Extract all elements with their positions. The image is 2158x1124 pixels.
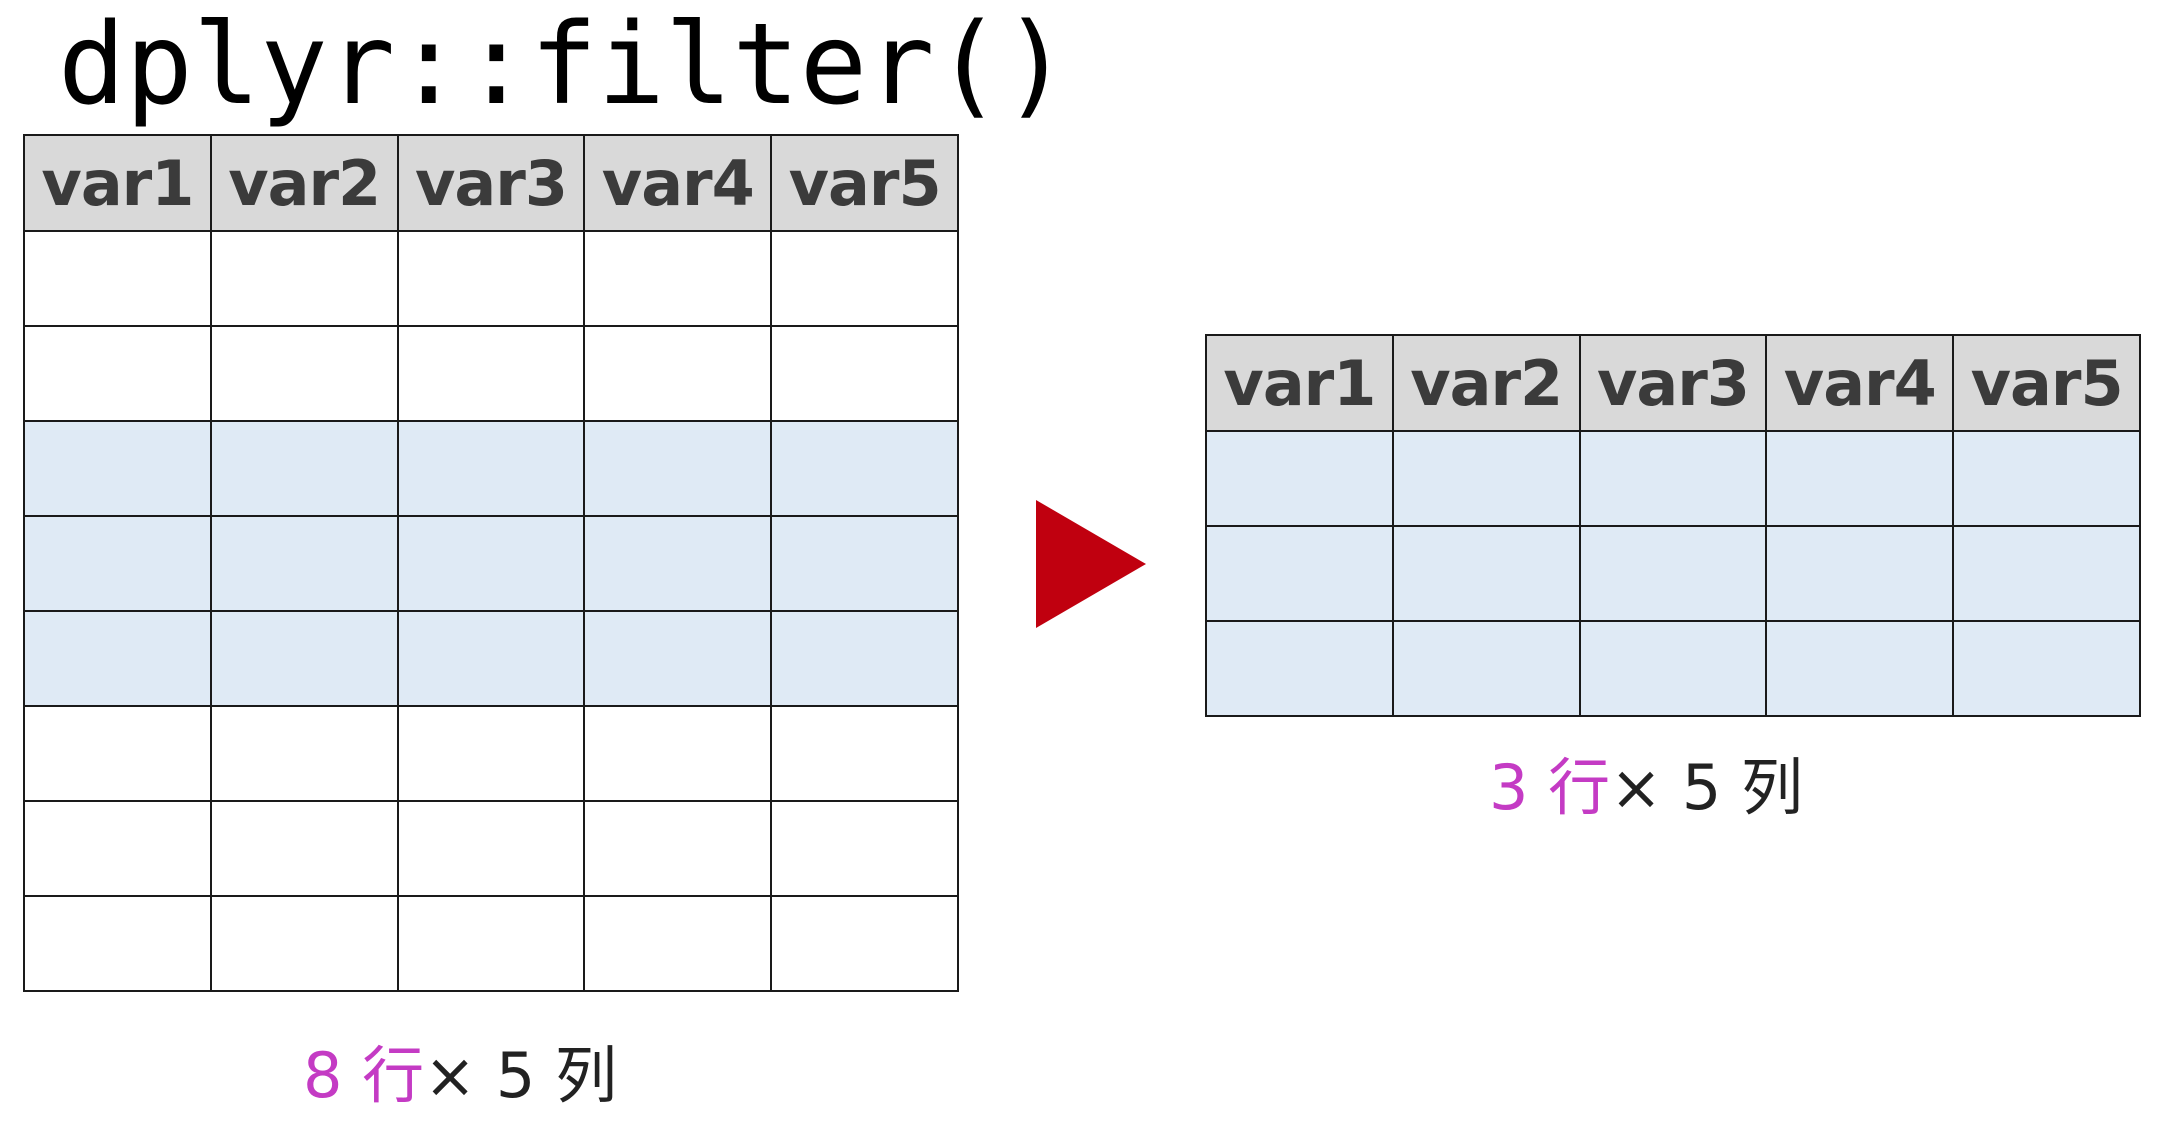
input-table-cell (396, 325, 586, 422)
input-header-var2: var2 (209, 134, 399, 232)
input-table-row (23, 705, 959, 802)
output-table-row (1205, 430, 2141, 527)
input-table-row (23, 610, 959, 707)
input-table-cell (23, 230, 212, 327)
input-table-row (23, 515, 959, 612)
output-table-cell (1391, 525, 1581, 622)
input-table-row (23, 325, 959, 422)
output-col-count: 5 列 (1681, 751, 1803, 824)
output-table-cell (1578, 430, 1768, 527)
input-table-row (23, 895, 959, 992)
input-table: var1 var2 var3 var4 var5 (23, 134, 959, 992)
output-table-cell (1765, 430, 1955, 527)
input-table-cell (770, 515, 959, 612)
output-table-row (1205, 620, 2141, 717)
input-table-cell (583, 515, 773, 612)
input-table-cell (770, 705, 959, 802)
input-table-cell (23, 800, 212, 897)
output-table-cell (1765, 525, 1955, 622)
input-header-var3: var3 (396, 134, 586, 232)
input-table-cell (209, 895, 399, 992)
input-table-cell (209, 420, 399, 517)
input-col-count: 5 列 (495, 1039, 617, 1112)
input-table-cell (770, 325, 959, 422)
output-header-row: var1 var2 var3 var4 var5 (1205, 334, 2141, 432)
input-header-var1: var1 (23, 134, 212, 232)
input-table-cell (396, 515, 586, 612)
input-row-count: 8 行 (303, 1039, 425, 1112)
arrow-shape (1036, 500, 1146, 628)
input-table-cell (23, 610, 212, 707)
play-triangle-icon (1036, 500, 1146, 628)
input-table-cell (209, 705, 399, 802)
input-table-cell (23, 705, 212, 802)
input-times-sign: × (424, 1039, 477, 1112)
output-table-cell (1578, 525, 1768, 622)
output-table: var1 var2 var3 var4 var5 (1205, 334, 2141, 717)
input-table-cell (209, 325, 399, 422)
input-table-cell (23, 515, 212, 612)
output-table-row (1205, 525, 2141, 622)
input-table-cell (396, 420, 586, 517)
input-table-cell (396, 705, 586, 802)
input-table-cell (396, 800, 586, 897)
input-table-cell (209, 515, 399, 612)
input-table-cell (583, 895, 773, 992)
output-header-var2: var2 (1391, 334, 1581, 432)
output-header-var3: var3 (1578, 334, 1768, 432)
input-table-cell (770, 420, 959, 517)
output-header-var1: var1 (1205, 334, 1394, 432)
output-table-cell (1952, 430, 2141, 527)
input-table-row (23, 800, 959, 897)
input-table-cell (23, 420, 212, 517)
input-table-cell (770, 895, 959, 992)
input-table-cell (396, 895, 586, 992)
input-table-cell (770, 230, 959, 327)
input-table-row (23, 420, 959, 517)
output-table-cell (1205, 525, 1394, 622)
input-table-cell (396, 610, 586, 707)
input-table-cell (583, 325, 773, 422)
output-table-cell (1765, 620, 1955, 717)
output-table-cell (1205, 430, 1394, 527)
output-table-cell (1578, 620, 1768, 717)
input-table-cell (583, 420, 773, 517)
input-dimension-label: 8 行× 5 列 (303, 1040, 617, 1112)
function-title: dplyr::filter() (58, 0, 1070, 130)
input-table-cell (209, 800, 399, 897)
output-times-sign: × (1610, 751, 1663, 824)
input-header-var4: var4 (583, 134, 773, 232)
output-table-cell (1952, 620, 2141, 717)
output-header-var5: var5 (1952, 334, 2141, 432)
input-table-cell (770, 610, 959, 707)
input-table-cell (23, 895, 212, 992)
input-table-cell (583, 610, 773, 707)
input-table-cell (396, 230, 586, 327)
output-table-cell (1205, 620, 1394, 717)
output-header-var4: var4 (1765, 334, 1955, 432)
input-table-cell (23, 325, 212, 422)
input-table-cell (209, 610, 399, 707)
output-table-cell (1391, 430, 1581, 527)
output-table-cell (1391, 620, 1581, 717)
output-table-body (1205, 430, 2141, 717)
output-row-count: 3 行 (1489, 751, 1611, 824)
output-dimension-label: 3 行× 5 列 (1489, 752, 1803, 824)
input-table-row (23, 230, 959, 327)
input-header-row: var1 var2 var3 var4 var5 (23, 134, 959, 232)
output-table-cell (1952, 525, 2141, 622)
input-table-cell (583, 705, 773, 802)
input-table-cell (583, 800, 773, 897)
input-header-var5: var5 (770, 134, 959, 232)
input-table-cell (583, 230, 773, 327)
input-table-body (23, 230, 959, 992)
input-table-cell (209, 230, 399, 327)
input-table-cell (770, 800, 959, 897)
